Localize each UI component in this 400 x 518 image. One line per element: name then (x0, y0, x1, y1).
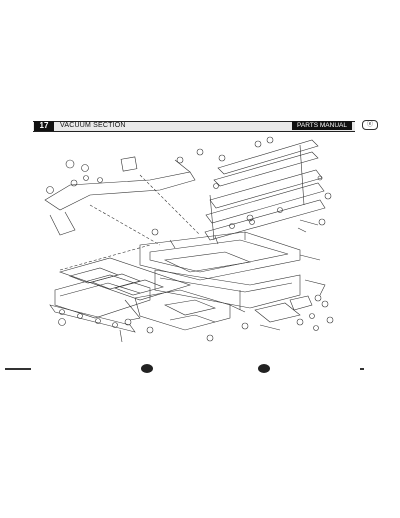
manual-label: PARTS MANUAL (292, 121, 352, 130)
scan-mark (5, 368, 31, 370)
section-title: VACUUM SECTION (60, 122, 126, 129)
page-badge: ⓔ (362, 120, 378, 130)
scan-blemish (258, 364, 270, 373)
section-number: 17 (34, 121, 54, 131)
section-header-bar (33, 121, 355, 132)
scan-mark (360, 368, 364, 370)
scan-blemish (141, 364, 153, 373)
